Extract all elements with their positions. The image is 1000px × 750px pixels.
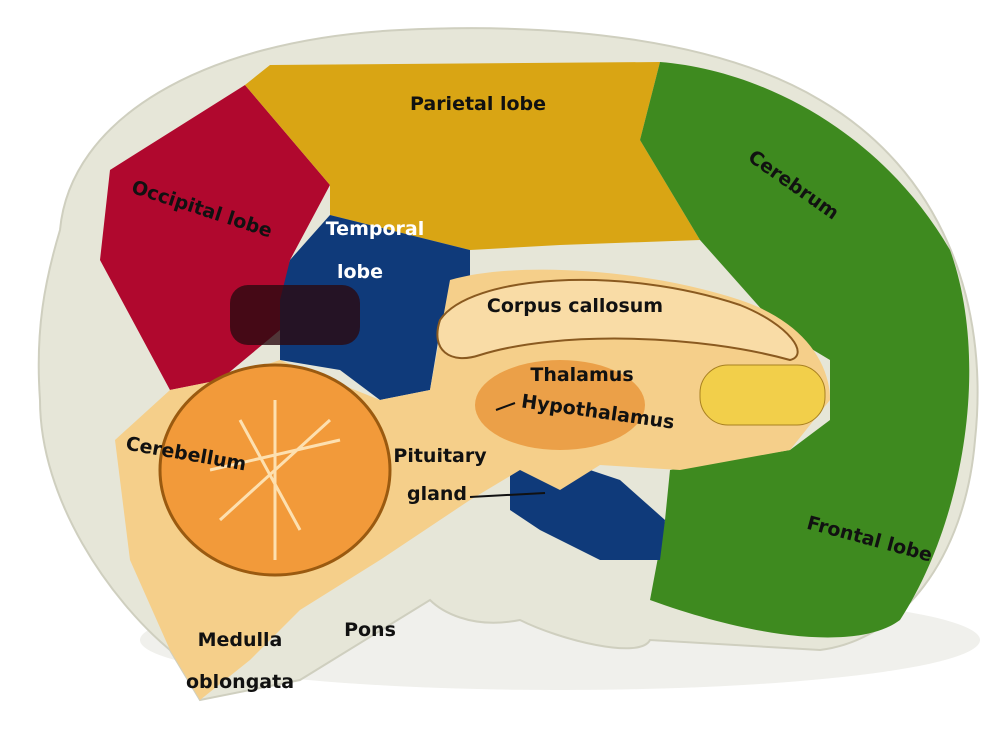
label-pituitary-line1: Pituitary (393, 445, 487, 467)
label-pituitary-line2: gland (407, 483, 467, 505)
label-medulla-line2: oblongata (186, 671, 294, 693)
lower-blue-region (510, 460, 665, 560)
arbor-vitae (209, 400, 341, 560)
yellow-slot (699, 364, 826, 426)
label-temporal-lobe-line2: lobe (337, 261, 383, 283)
pituitary-pointer (469, 492, 546, 498)
hollow-slot (230, 285, 360, 345)
label-temporal-lobe-line1: Temporal (326, 218, 424, 240)
frontal-lobe-region (640, 62, 970, 638)
thalamus-region (475, 360, 645, 450)
temporal-lobe-region (280, 215, 470, 400)
label-medulla-line1: Medulla (198, 629, 283, 651)
hypothalamus-pointer (495, 402, 516, 411)
label-pons: Pons (344, 619, 396, 641)
parietal-lobe-region (245, 62, 700, 250)
corpus-callosum-region (436, 278, 799, 362)
label-corpus-callosum: Corpus callosum (487, 295, 663, 317)
label-thalamus: Thalamus (530, 364, 633, 386)
label-parietal-lobe: Parietal lobe (410, 93, 546, 115)
